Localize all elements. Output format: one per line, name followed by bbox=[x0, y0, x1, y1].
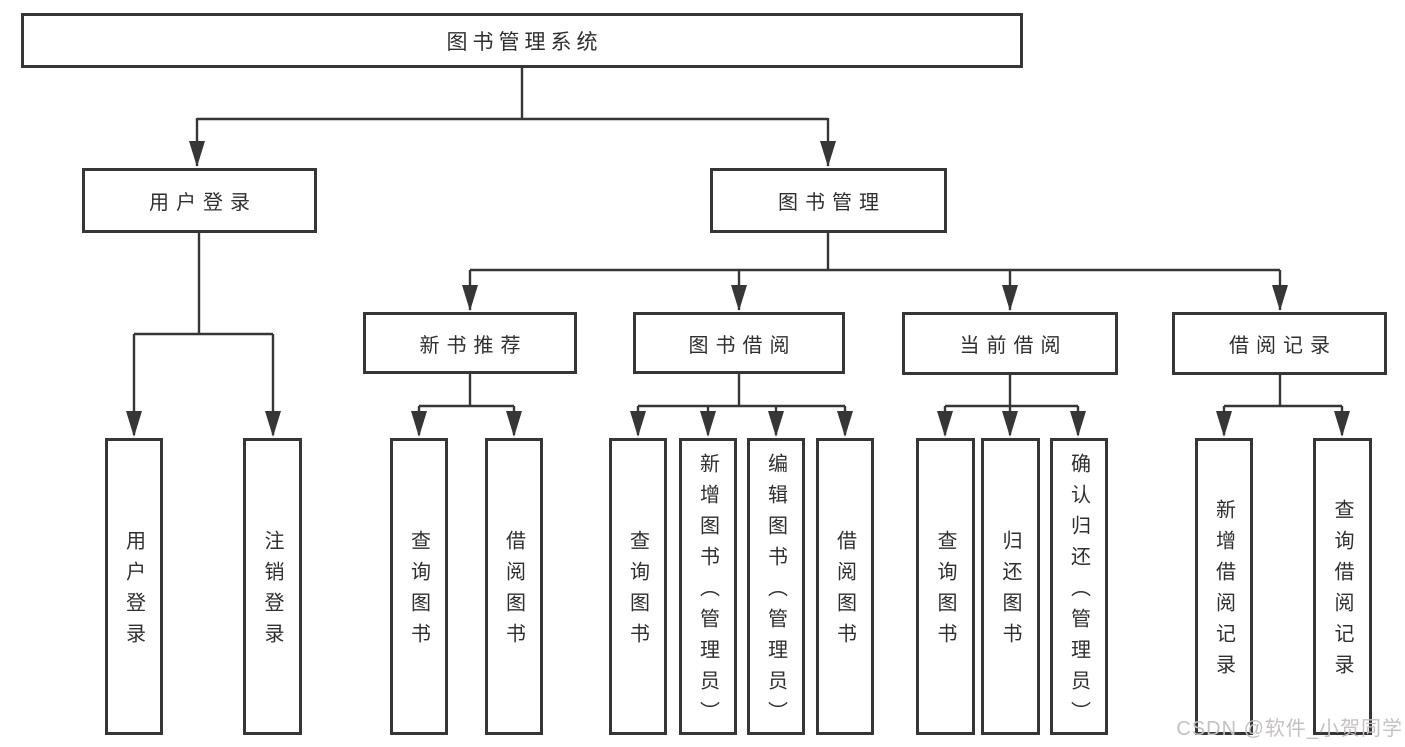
leaf-cb-return-books-label: 归还图书 bbox=[999, 530, 1021, 654]
arrowhead-icon bbox=[731, 285, 747, 311]
arrowhead-icon bbox=[768, 411, 784, 437]
leaf-user-login: 用户登录 bbox=[105, 438, 163, 735]
arrowhead-icon bbox=[462, 285, 478, 311]
arrowhead-icon bbox=[1272, 285, 1288, 311]
leaf-nb-borrow-books-label: 借阅图书 bbox=[502, 530, 525, 654]
node-book-management: 图书管理 bbox=[710, 168, 947, 233]
leaf-bb-add-books-admin: 新增图书（管理员） bbox=[679, 438, 737, 735]
leaf-bb-borrow-books: 借阅图书 bbox=[816, 438, 874, 735]
leaf-br-query-record-label: 查询借阅记录 bbox=[1331, 499, 1353, 685]
node-book-management-label: 图书管理 bbox=[778, 192, 886, 214]
leaf-cb-confirm-return-admin: 确认归还（管理员） bbox=[1050, 438, 1108, 735]
arrowhead-icon bbox=[700, 411, 716, 437]
node-borrow-records: 借阅记录 bbox=[1172, 312, 1387, 375]
node-new-book-recommend: 新书推荐 bbox=[363, 312, 577, 374]
leaf-br-query-record: 查询借阅记录 bbox=[1313, 438, 1372, 735]
node-current-borrowing-label: 当前借阅 bbox=[959, 335, 1068, 357]
leaf-logout-label: 注销登录 bbox=[261, 530, 283, 654]
connector-borrow-records-to-leaves bbox=[1222, 375, 1344, 435]
connector-new-books-to-leaves bbox=[417, 374, 516, 435]
leaf-cb-return-books: 归还图书 bbox=[981, 438, 1040, 735]
node-borrow-records-label: 借阅记录 bbox=[1229, 335, 1337, 357]
leaf-bb-edit-books-admin: 编辑图书（管理员） bbox=[747, 438, 805, 735]
node-book-borrowing: 图书借阅 bbox=[633, 312, 845, 374]
leaf-nb-query-books: 查询图书 bbox=[390, 438, 448, 735]
leaf-user-login-label: 用户登录 bbox=[122, 530, 145, 654]
connector-user-login-to-leaves bbox=[132, 233, 275, 435]
arrowhead-icon bbox=[411, 411, 427, 437]
leaf-cb-query-books: 查询图书 bbox=[916, 438, 975, 735]
leaf-nb-query-books-label: 查询图书 bbox=[407, 530, 430, 654]
node-new-book-recommend-label: 新书推荐 bbox=[419, 334, 528, 357]
node-user-login: 用户登录 bbox=[82, 168, 317, 233]
node-book-borrowing-label: 图书借阅 bbox=[688, 334, 797, 357]
arrowhead-icon bbox=[506, 411, 522, 437]
arrowhead-icon bbox=[837, 411, 853, 437]
arrowhead-icon bbox=[265, 411, 281, 437]
node-system-root-label: 图书管理系统 bbox=[446, 30, 603, 54]
leaf-bb-edit-books-admin-label: 编辑图书（管理员） bbox=[764, 452, 787, 732]
arrowhead-icon bbox=[126, 411, 142, 437]
arrowhead-icon bbox=[630, 411, 646, 437]
leaf-br-add-record: 新增借阅记录 bbox=[1195, 438, 1253, 735]
node-system-root: 图书管理系统 bbox=[21, 13, 1023, 68]
csdn-watermark: CSDN @软件_小贺同学 bbox=[1176, 718, 1403, 740]
node-current-borrowing: 当前借阅 bbox=[902, 312, 1118, 375]
leaf-bb-borrow-books-label: 借阅图书 bbox=[833, 530, 856, 654]
arrowhead-icon bbox=[1070, 411, 1086, 437]
leaf-bb-query-books: 查询图书 bbox=[609, 438, 667, 735]
connector-current-borrow-to-leaves bbox=[943, 375, 1080, 435]
leaf-nb-borrow-books: 借阅图书 bbox=[485, 438, 543, 735]
arrowhead-icon bbox=[937, 411, 953, 437]
arrowhead-icon bbox=[1216, 411, 1232, 437]
connector-book-borrow-to-leaves bbox=[636, 374, 847, 435]
arrowhead-icon bbox=[820, 141, 836, 167]
connector-root-to-level2 bbox=[195, 68, 830, 166]
arrowhead-icon bbox=[189, 141, 205, 167]
arrowhead-icon bbox=[1002, 285, 1018, 311]
leaf-bb-query-books-label: 查询图书 bbox=[626, 530, 649, 654]
leaf-logout: 注销登录 bbox=[243, 438, 302, 735]
arrowhead-icon bbox=[1002, 411, 1018, 437]
leaf-br-add-record-label: 新增借阅记录 bbox=[1212, 499, 1235, 685]
node-user-login-label: 用户登录 bbox=[149, 192, 257, 214]
leaf-cb-confirm-return-admin-label: 确认归还（管理员） bbox=[1067, 452, 1090, 732]
arrowhead-icon bbox=[1334, 411, 1350, 437]
leaf-cb-query-books-label: 查询图书 bbox=[934, 530, 956, 654]
connector-book-mgmt-to-level3 bbox=[468, 233, 1282, 310]
leaf-bb-add-books-admin-label: 新增图书（管理员） bbox=[696, 452, 719, 732]
